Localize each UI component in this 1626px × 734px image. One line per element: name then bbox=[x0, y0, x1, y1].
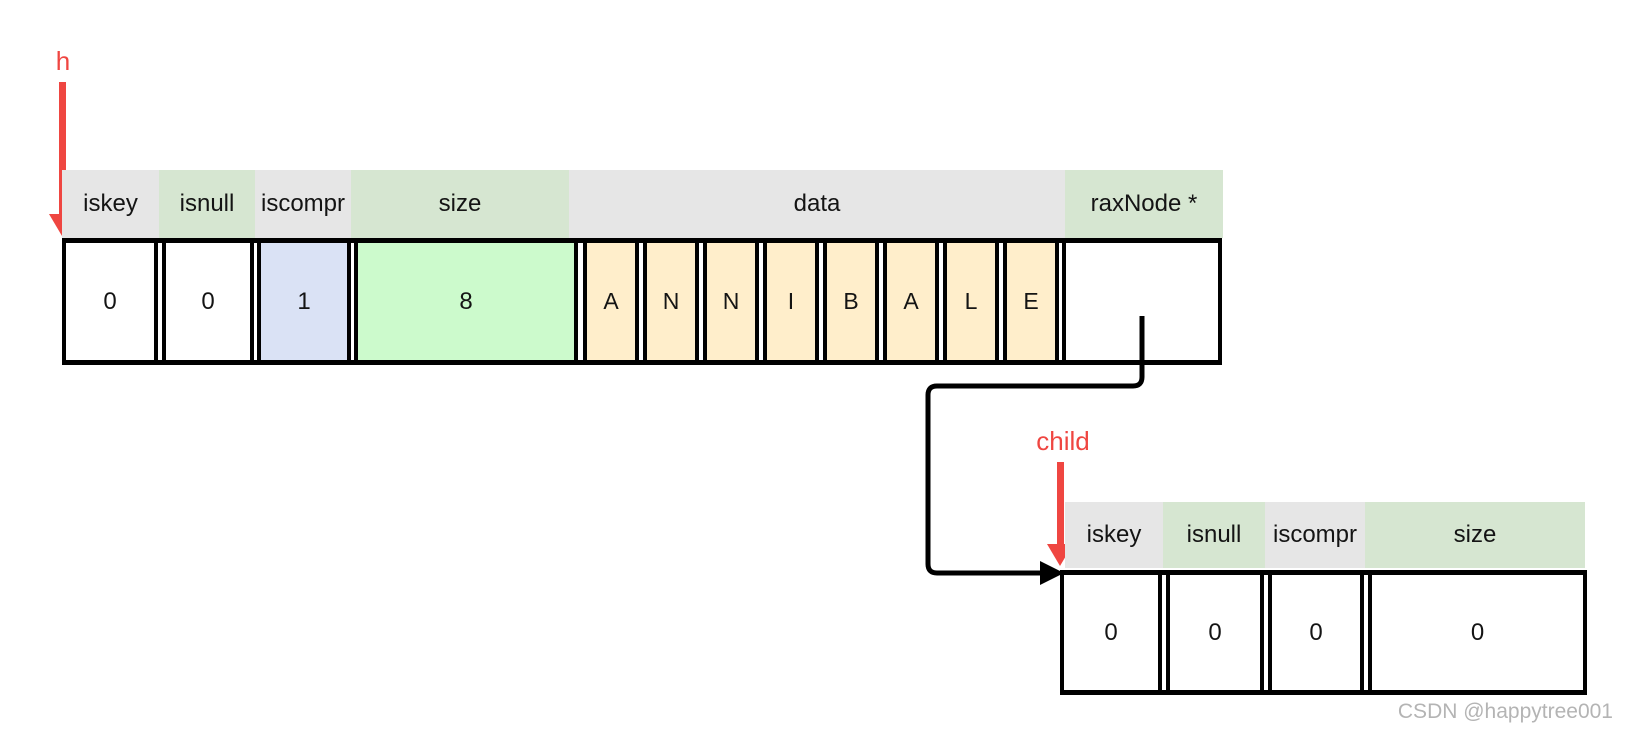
node1-header-data: data bbox=[569, 170, 1065, 238]
node1-cell-iskey: 0 bbox=[62, 243, 158, 360]
arrow-shaft bbox=[59, 82, 66, 216]
node1-header-raxnode: raxNode * bbox=[1065, 170, 1223, 238]
node2-body-row: 0 0 0 0 bbox=[1060, 570, 1587, 695]
node1-body-row: 0 0 1 8 A N N I B A L E bbox=[62, 238, 1222, 365]
node2-header-row: iskey isnull iscompr size bbox=[1065, 502, 1585, 568]
node1-cell-isnull: 0 bbox=[162, 243, 254, 360]
node1-data-char: A bbox=[883, 243, 939, 360]
node1-data-char: N bbox=[643, 243, 699, 360]
node2-header-iscompr: iscompr bbox=[1265, 502, 1365, 568]
node2-cell-size: 0 bbox=[1368, 575, 1587, 690]
node1-header-size: size bbox=[351, 170, 569, 238]
node1-cell-iscompr: 1 bbox=[257, 243, 351, 360]
node2-header-size: size bbox=[1365, 502, 1585, 568]
node1-data-char: A bbox=[583, 243, 639, 360]
node2-cell-isnull: 0 bbox=[1166, 575, 1264, 690]
node2-header-isnull: isnull bbox=[1163, 502, 1265, 568]
node1-data-char: B bbox=[823, 243, 879, 360]
node2-cell-iskey: 0 bbox=[1060, 575, 1162, 690]
node2-header-iskey: iskey bbox=[1065, 502, 1163, 568]
node2-cell-iscompr: 0 bbox=[1268, 575, 1364, 690]
child-pointer-label: child bbox=[1036, 426, 1090, 456]
node1-cell-size: 8 bbox=[354, 243, 578, 360]
node1-header-iskey: iskey bbox=[62, 170, 159, 238]
node1-header-iscompr: iscompr bbox=[255, 170, 351, 238]
node1-data-char: E bbox=[1003, 243, 1059, 360]
node1-header-isnull: isnull bbox=[159, 170, 255, 238]
node1-header-row: iskey isnull iscompr size data raxNode * bbox=[62, 170, 1223, 238]
arrow-shaft bbox=[1057, 462, 1064, 546]
node1-data-char: L bbox=[943, 243, 999, 360]
node1-data-char: N bbox=[703, 243, 759, 360]
node1-data-char: I bbox=[763, 243, 819, 360]
watermark: CSDN @happytree001 bbox=[1397, 700, 1613, 723]
h-pointer-label: h bbox=[55, 46, 71, 76]
